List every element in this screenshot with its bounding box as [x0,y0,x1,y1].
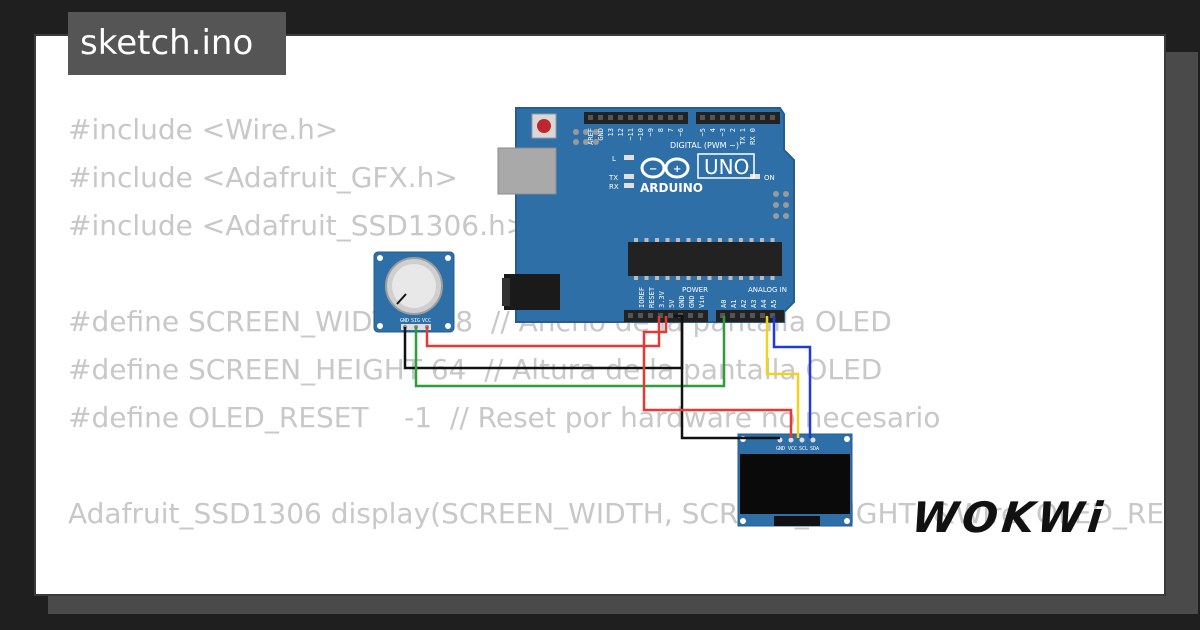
svg-text:−: − [649,164,657,175]
analog-pin-label: A1 [730,300,738,308]
digital-pin-label: ~11 [627,128,635,141]
wire-oled-sda-yellow [765,316,800,438]
project-card[interactable]: #include <Wire.h> #include <Adafruit_GFX.… [34,34,1166,596]
analog-pin-label: A3 [750,300,758,308]
dc-jack [504,274,560,310]
oled-pin-sda: SDA [810,446,819,452]
wire-oled-gnd-black [674,314,780,440]
led-label-tx: TX [608,174,618,182]
digital-pin-label: TX 1 [739,128,747,145]
code-line: #define SCREEN_HEIGHT 64 // Altura de la… [68,353,883,386]
atmega-chip [628,242,782,276]
analog-label: ANALOG IN [748,286,787,294]
digital-pin-label: 4 [709,128,717,132]
led-label-l: L [612,155,616,163]
power-pin-label: Vin [698,295,706,308]
code-line: #include <Adafruit_GFX.h> [68,161,458,194]
digital-pin-label: 2 [729,128,737,132]
file-tab[interactable]: sketch.ino [68,12,286,75]
code-preview: #include <Wire.h> #include <Adafruit_GFX.… [68,106,1166,594]
power-pin-label: GND [688,295,696,308]
code-line: Adafruit_SSD1306 display(SCREEN_WIDTH, S… [68,497,1166,530]
wire-oled-scl-blue [772,316,812,438]
digital-pin-label: ~9 [647,128,655,136]
code-line: #include <Wire.h> [68,113,339,146]
digital-pin-label: ~3 [719,128,727,136]
power-pin-label: GND [678,295,686,308]
analog-pin-label: A4 [760,300,768,308]
analog-pin-label: A5 [770,300,778,308]
oled-screen [740,454,850,514]
arduino-model-label: UNO [704,155,749,179]
pot-pin-sig: SIG [411,318,420,324]
arduino-brand-label: ARDUINO [640,181,703,195]
digital-pin-label: ~6 [677,128,685,136]
reset-button[interactable] [537,119,551,133]
oled-pin-vcc: VCC [788,446,797,452]
pot-indicator [396,293,407,305]
wires [403,314,812,440]
led-label-rx: RX [609,183,619,191]
digital-pin-label: RX 0 [749,128,757,145]
oled-display[interactable]: GND VCC SCL SDA [737,433,853,527]
code-line: const int potPin = A0; // Pin del potenc… [68,586,1164,594]
potentiometer[interactable]: GND SIG VCC [373,251,455,333]
power-label: POWER [682,286,708,294]
digital-pin-label: ~10 [637,128,645,141]
digital-header-label: DIGITAL (PWM ~) [670,141,739,150]
power-pin-label: IOREF [638,287,646,308]
wokwi-logo[interactable]: WOKWi [909,493,1109,542]
digital-pin-label: 8 [657,128,665,132]
power-pin-label: 3.3V [658,290,666,308]
usb-port [497,147,557,195]
code-line: #include <Adafruit_SSD1306.h> [68,209,530,242]
power-pin-label: 5V [668,299,676,308]
analog-pin-label: A0 [720,300,728,308]
wire-pot-sig-green [414,316,726,388]
led-label-on: ON [764,174,775,182]
digital-pin-label: 7 [667,128,675,132]
oled-pin-gnd: GND [776,446,785,452]
digital-pin-label: AREF [587,128,595,145]
oled-pin-scl: SCL [799,446,808,452]
svg-text:+: + [673,164,681,175]
wire-oled-vcc-red [642,316,793,438]
arduino-logo-icon [640,157,690,179]
power-pin-label: RESET [648,286,656,308]
analog-pin-label: A2 [740,300,748,308]
pot-pin-vcc: VCC [422,318,431,324]
digital-pin-label: 12 [617,128,625,136]
digital-pin-label: GND [597,128,605,141]
digital-pin-label: ~5 [699,128,707,136]
pot-pin-gnd: GND [400,318,409,324]
digital-pin-label: 13 [607,128,615,136]
digital-header-right [696,112,780,124]
